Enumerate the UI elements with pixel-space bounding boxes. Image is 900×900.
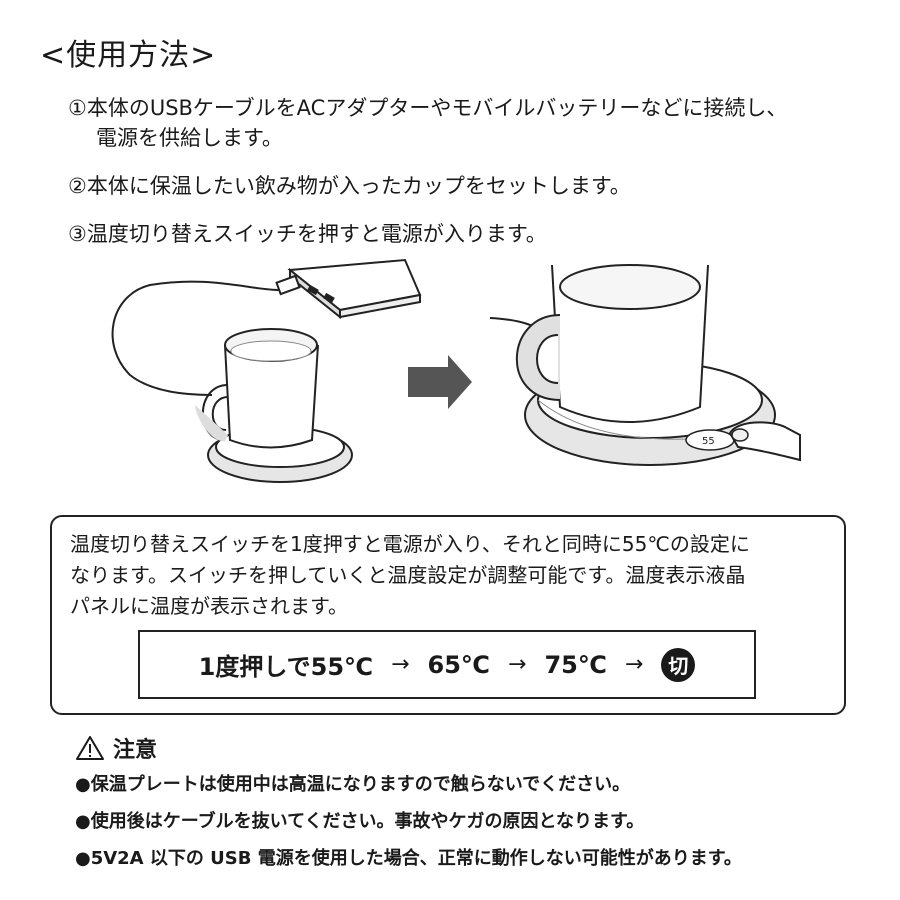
temperature-display-panel: 55 (685, 429, 735, 451)
illustration-svg: 55 (111, 258, 801, 483)
caution-header: 注意 (75, 732, 875, 764)
caution-note: ●使用後はケーブルを抜いてください。事故やケガの原因となります。 (75, 811, 645, 832)
mug-left (195, 328, 319, 449)
usage-illustration: 55 (90, 255, 810, 505)
step-3: ③温度切り替えスイッチを押すと電源が入ります。 (68, 222, 547, 246)
display-value: 55 (702, 436, 715, 447)
caution-notes: ●保温プレートは使用中は高温になりますので触らないでください。 ●使用後はケーブ… (75, 772, 875, 872)
caution-section: 注意 ●保温プレートは使用中は高温になりますので触らないでください。 ●使用後は… (75, 732, 875, 883)
finger-pressing-switch (728, 421, 801, 462)
mug-right (515, 264, 709, 423)
sequence-first: 1度押しで55℃ (198, 653, 374, 681)
steps-list: ①本体のUSBケーブルをACアダプターやモバイルバッテリーなどに接続し、 電源を… (68, 93, 868, 267)
off-badge: 切 (661, 647, 696, 682)
mobile-battery (287, 258, 422, 320)
caution-note: ●5V2A 以下の USB 電源を使用した場合、正常に動作しない可能性があります… (75, 848, 742, 869)
step-2: ②本体に保温したい飲み物が入ったカップをセットします。 (68, 174, 631, 198)
caution-heading: 注意 (113, 738, 158, 763)
usb-plug (275, 274, 301, 296)
sequence-arrow-1: → (391, 652, 410, 677)
caution-note: ●保温プレートは使用中は高温になりますので触らないでください。 (75, 774, 631, 795)
next-step-arrow (408, 355, 472, 409)
temperature-sequence: 1度押しで55℃ → 65℃ → 75℃ → 切 (138, 630, 756, 699)
step-1: ①本体のUSBケーブルをACアダプターやモバイルバッテリーなどに接続し、 電源を… (68, 93, 868, 153)
page-title: <使用方法> (40, 38, 217, 73)
info-box: 温度切り替えスイッチを1度押すと電源が入り、それと同時に55℃の設定に なります… (50, 515, 846, 715)
sequence-arrow-3: → (624, 652, 644, 677)
info-line-2: なります。スイッチを押していくと温度設定が調整可能です。温度表示液晶 (70, 563, 746, 587)
info-line-3: パネルに温度が表示されます。 (70, 594, 348, 618)
sequence-third: 75℃ (544, 650, 607, 679)
warning-icon (76, 736, 104, 760)
step-1-line-2: 電源を供給します。 (96, 126, 283, 150)
info-line-1: 温度切り替えスイッチを1度押すと電源が入り、それと同時に55℃の設定に (70, 532, 750, 556)
usb-cable (111, 280, 281, 396)
sequence-arrow-2: → (508, 652, 527, 677)
step-1-line-1: ①本体のUSBケーブルをACアダプターやモバイルバッテリーなどに接続し、 (68, 96, 788, 120)
sequence-second: 65℃ (427, 650, 490, 679)
info-text: 温度切り替えスイッチを1度押すと電源が入り、それと同時に55℃の設定に なります… (70, 529, 840, 622)
